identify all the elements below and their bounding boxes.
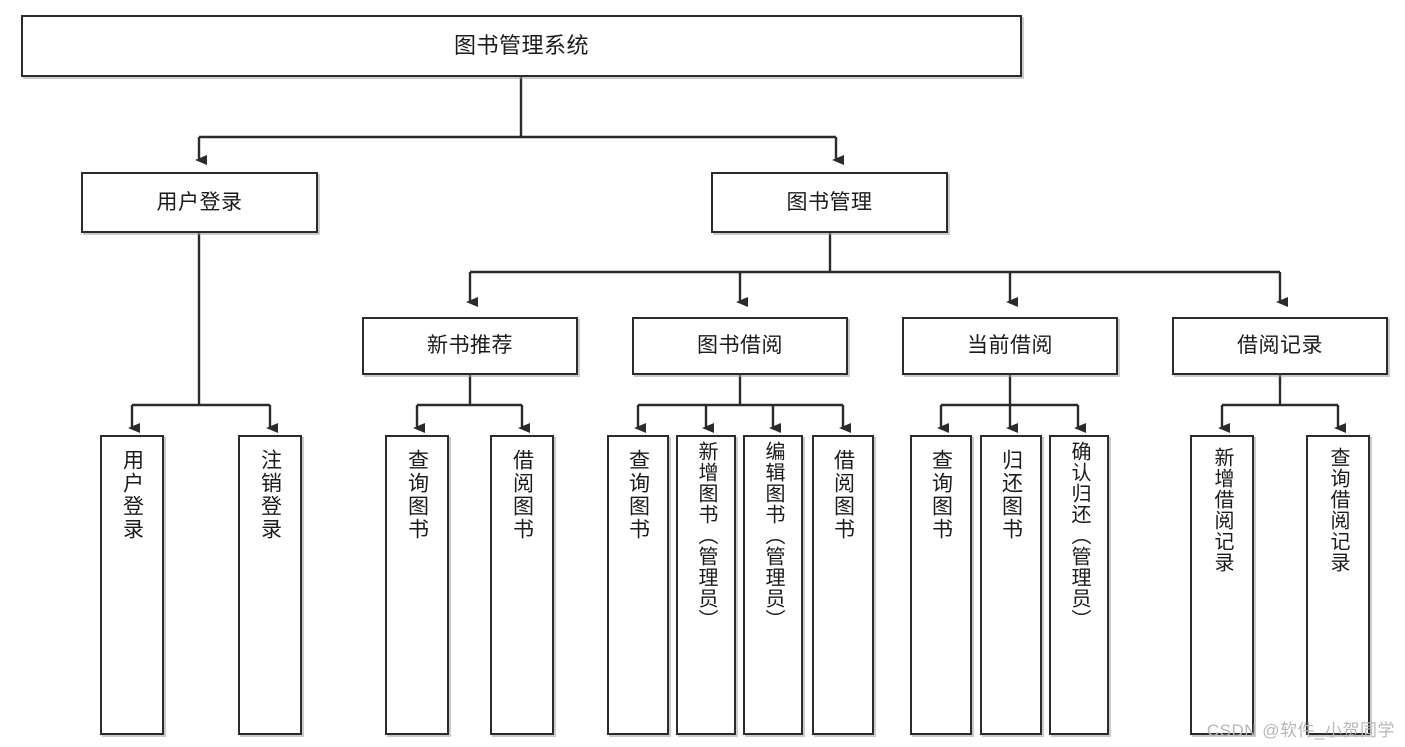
node-leaf-user-login[interactable]: 用户登录 xyxy=(100,435,164,735)
node-leaf-borrow-book-a[interactable]: 借阅图书 xyxy=(490,435,554,735)
node-leaf-query-book-c-label: 查询图书 xyxy=(929,449,953,541)
node-leaf-query-book-a-label: 查询图书 xyxy=(405,449,429,541)
node-leaf-edit-book[interactable]: 编辑图书（管理员） xyxy=(743,435,803,735)
node-leaf-query-book-b-label: 查询图书 xyxy=(626,449,650,541)
node-leaf-edit-book-label: 编辑图书（管理员） xyxy=(762,441,784,630)
node-borrow-record[interactable]: 借阅记录 xyxy=(1172,317,1388,375)
node-leaf-query-book-c[interactable]: 查询图书 xyxy=(910,435,972,735)
node-leaf-add-book-label: 新增图书（管理员） xyxy=(695,441,717,630)
node-leaf-query-record[interactable]: 查询借阅记录 xyxy=(1306,435,1370,735)
node-leaf-add-record-label: 新增借阅记录 xyxy=(1211,447,1233,573)
node-current-borrow-label: 当前借阅 xyxy=(967,334,1053,358)
node-book-manage[interactable]: 图书管理 xyxy=(711,172,948,233)
node-book-borrow[interactable]: 图书借阅 xyxy=(632,317,848,375)
node-leaf-return-book[interactable]: 归还图书 xyxy=(980,435,1042,735)
node-book-manage-label: 图书管理 xyxy=(786,190,873,214)
node-leaf-query-book-a[interactable]: 查询图书 xyxy=(385,435,449,735)
node-leaf-add-book[interactable]: 新增图书（管理员） xyxy=(676,435,736,735)
node-leaf-confirm-return-label: 确认归还（管理员） xyxy=(1068,441,1090,630)
node-root[interactable]: 图书管理系统 xyxy=(21,15,1022,77)
node-leaf-borrow-book-b-label: 借阅图书 xyxy=(831,449,855,541)
node-leaf-query-book-b[interactable]: 查询图书 xyxy=(607,435,669,735)
csdn-watermark: CSDN @软件_小贺同学 xyxy=(1206,721,1395,740)
node-leaf-query-record-label: 查询借阅记录 xyxy=(1327,447,1349,573)
node-new-book-rec-label: 新书推荐 xyxy=(427,334,513,358)
node-leaf-borrow-book-a-label: 借阅图书 xyxy=(510,449,534,541)
node-leaf-confirm-return[interactable]: 确认归还（管理员） xyxy=(1049,435,1109,735)
node-leaf-logout-label: 注销登录 xyxy=(258,449,282,541)
node-leaf-return-book-label: 归还图书 xyxy=(999,449,1023,541)
node-current-borrow[interactable]: 当前借阅 xyxy=(902,317,1118,375)
node-leaf-user-login-label: 用户登录 xyxy=(120,449,144,541)
node-user-login-label: 用户登录 xyxy=(156,190,243,214)
node-leaf-logout[interactable]: 注销登录 xyxy=(238,435,302,735)
node-leaf-add-record[interactable]: 新增借阅记录 xyxy=(1190,435,1254,735)
node-root-label: 图书管理系统 xyxy=(453,32,589,58)
node-leaf-borrow-book-b[interactable]: 借阅图书 xyxy=(812,435,874,735)
node-borrow-record-label: 借阅记录 xyxy=(1237,334,1323,358)
node-user-login[interactable]: 用户登录 xyxy=(81,172,318,233)
node-new-book-rec[interactable]: 新书推荐 xyxy=(362,317,578,375)
node-book-borrow-label: 图书借阅 xyxy=(697,334,783,358)
